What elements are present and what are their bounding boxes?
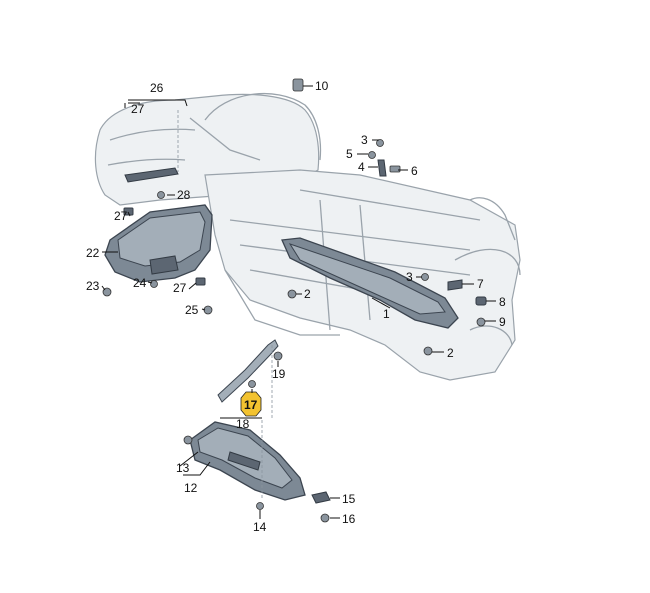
tunnel-shield bbox=[281, 237, 459, 329]
callout-28: 28 bbox=[177, 188, 191, 202]
callout-7: 7 bbox=[477, 277, 484, 291]
rear-undershield bbox=[189, 421, 306, 501]
highlight-badge bbox=[240, 391, 262, 417]
callout-2b: 2 bbox=[447, 346, 454, 360]
callout-2a: 2 bbox=[304, 287, 311, 301]
callout-26: 26 bbox=[150, 81, 164, 95]
leader-lines bbox=[101, 85, 496, 519]
callout-10: 10 bbox=[315, 79, 329, 93]
callout-8: 8 bbox=[499, 295, 506, 309]
callout-3b: 3 bbox=[406, 270, 413, 284]
callout-9: 9 bbox=[499, 315, 506, 329]
callout-19: 19 bbox=[272, 367, 286, 381]
callout-24: 24 bbox=[133, 276, 147, 290]
callout-23: 23 bbox=[86, 279, 100, 293]
bumper-bracket bbox=[124, 110, 179, 183]
callout-6: 6 bbox=[411, 164, 418, 178]
callout-4: 4 bbox=[358, 160, 365, 174]
callout-27c: 27 bbox=[173, 281, 187, 295]
callout-18: 18 bbox=[236, 417, 250, 431]
callout-22: 22 bbox=[86, 246, 100, 260]
callout-15: 15 bbox=[342, 492, 356, 506]
callout-17: 17 bbox=[244, 398, 258, 412]
engine-undershield bbox=[104, 204, 213, 283]
callout-labels: 10 3 5 4 6 26 27 28 27 22 23 24 27 25 2 … bbox=[86, 79, 506, 534]
callout-1: 1 bbox=[383, 307, 390, 321]
callout-27a: 27 bbox=[131, 102, 145, 116]
callout-14: 14 bbox=[253, 520, 267, 534]
callout-12: 12 bbox=[184, 481, 198, 495]
fasteners bbox=[102, 78, 487, 523]
callout-5: 5 bbox=[346, 147, 353, 161]
callout-25: 25 bbox=[185, 303, 199, 317]
callout-3a: 3 bbox=[361, 133, 368, 147]
callout-16: 16 bbox=[342, 512, 356, 526]
callout-13: 13 bbox=[176, 461, 190, 475]
callout-27b: 27 bbox=[114, 209, 128, 223]
bracket-strap bbox=[217, 339, 279, 500]
